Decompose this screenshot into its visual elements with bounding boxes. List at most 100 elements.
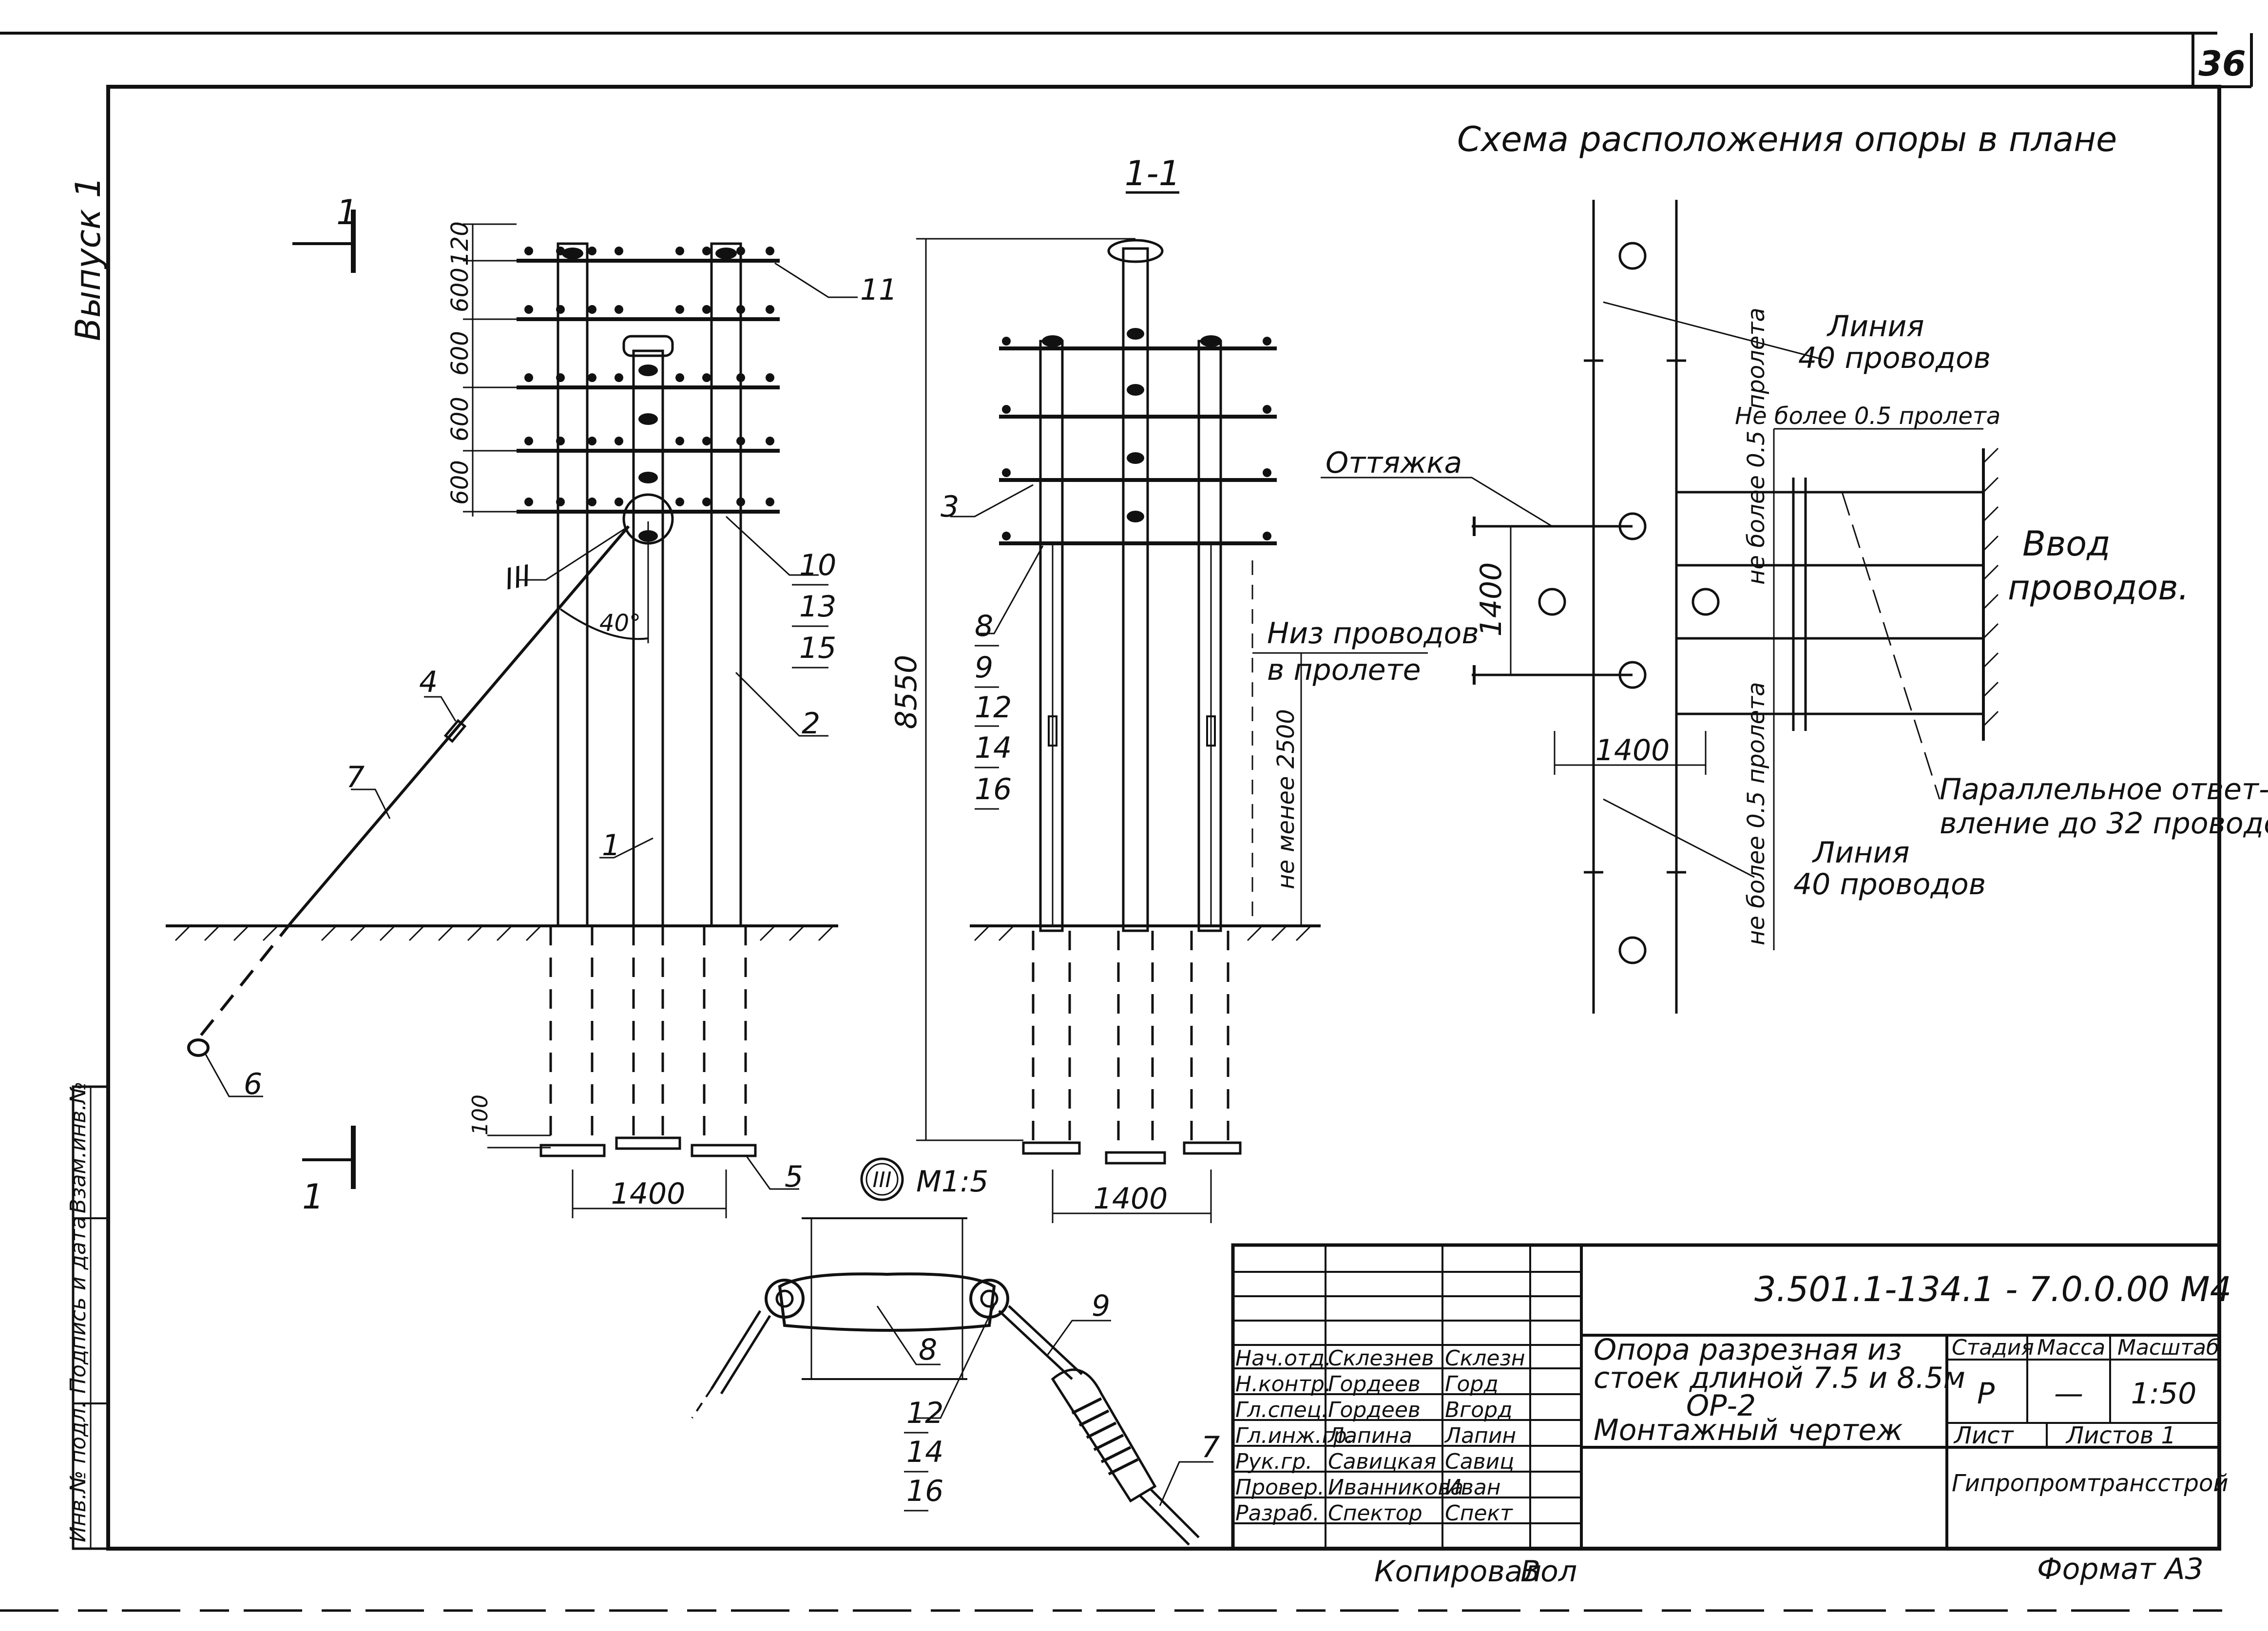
scale-value: 1:50 (2131, 1377, 2197, 1411)
stage-label: Стадия (1952, 1335, 2034, 1360)
staff-sign-2: Горд (1445, 1372, 1499, 1397)
stamp-replace-inv: Взам.инв.№ (66, 1081, 91, 1213)
detail-scale: М1:5 (916, 1165, 988, 1199)
sheet-label: Лист (1953, 1422, 2015, 1449)
sheet-frame (0, 32, 2253, 1612)
staff-name-3: Гордеев (1328, 1398, 1421, 1422)
scale-label: Масштаб (2117, 1335, 2219, 1360)
callout-13: 13 (799, 590, 836, 624)
staff-role-6: Провер. (1235, 1475, 1325, 1500)
foot-dim: 100 (468, 1094, 493, 1135)
staff-name-2: Гордеев (1328, 1372, 1421, 1397)
angle-label: 40° (599, 610, 641, 637)
mass-value: — (2054, 1377, 2083, 1411)
staff-name-4: Лапина (1327, 1423, 1412, 1448)
staff-name-7: Спектор (1328, 1501, 1422, 1526)
side-stamp (72, 1085, 110, 1550)
mass-label: Масса (2037, 1335, 2105, 1360)
detail-callout-16: 16 (906, 1474, 943, 1508)
section-view (916, 191, 1428, 1223)
detail-callout-7: 7 (1201, 1430, 1220, 1464)
plan-scheme (1321, 200, 1999, 1014)
plan-branch-2: вление до 32 проводов. (1940, 806, 2268, 841)
staff-sign-4: Лапин (1444, 1423, 1516, 1448)
callout-6: 6 (244, 1067, 262, 1101)
plan-guy-label: Оттяжка (1326, 446, 1462, 480)
section-title: 1-1 (1125, 154, 1180, 193)
staff-sign-5: Савиц (1445, 1449, 1514, 1474)
plan-max-half-span-v2: не более 0.5 пролета (1743, 682, 1770, 945)
callout-16: 16 (975, 772, 1012, 806)
callout-12: 12 (975, 691, 1012, 725)
callout-10: 10 (799, 548, 836, 582)
stage-value: Р (1977, 1377, 1995, 1411)
doc-code: 3.501.1-134.1 - 7.0.0.00 М4 (1754, 1269, 2231, 1309)
doc-desc-2: стоек длиной 7.5 и 8.5м (1594, 1361, 1965, 1395)
detail-III (691, 1157, 1213, 1546)
detail-callout-14: 14 (906, 1435, 943, 1469)
org-name: Гипропромтрансстрой (1952, 1470, 2229, 1497)
staff-name-1: Склезнев (1328, 1346, 1434, 1371)
staff-role-3: Гл.спец. (1235, 1398, 1328, 1422)
callout-4: 4 (419, 665, 438, 699)
plan-span-text: пролета (1743, 307, 1770, 409)
staff-role-4: Гл.инж.гр. (1235, 1423, 1354, 1448)
plan-max-half-span: Не более 0.5 пролета (1735, 403, 2000, 430)
staff-name-5: Савицкая (1328, 1449, 1436, 1474)
plan-max-half-span-v1: не более 0.5 (1743, 431, 1770, 585)
plan-title: Схема расположения опоры в плане (1457, 119, 2117, 159)
stamp-signature-date: Подпись и дата (66, 1216, 91, 1394)
bottom-wires-label-2: в пролете (1267, 653, 1421, 687)
plan-branch-1: Параллельное ответ- (1940, 772, 2268, 806)
dim-600-1: 600 (446, 268, 474, 312)
stamp-original-inv: Инв.№ подл. (66, 1401, 91, 1542)
sheet-number: 36 (2198, 44, 2246, 84)
footer-format: Формат А3 (2037, 1552, 2204, 1586)
staff-sign-3: Вгорд (1445, 1398, 1513, 1422)
title-block (1231, 1243, 2221, 1551)
callout-14: 14 (975, 731, 1012, 765)
callout-15: 15 (799, 631, 836, 665)
section-mark-top: 1 (336, 192, 358, 232)
callout-11: 11 (860, 273, 897, 307)
section-base-dim: 1400 (1094, 1182, 1168, 1216)
callout-III: III (502, 559, 533, 597)
staff-name-6: Иванникова (1328, 1475, 1463, 1500)
callout-3: 3 (941, 490, 959, 524)
front-view (166, 210, 858, 1218)
footer-copied: Копировал (1374, 1554, 1541, 1589)
staff-role-5: Рук.гр. (1235, 1449, 1312, 1474)
plan-dim-v: 1400 (1474, 562, 1508, 637)
staff-sign-6: Иван (1445, 1475, 1501, 1500)
dim-600-4: 600 (446, 460, 474, 505)
staff-role-2: Н.контр. (1235, 1372, 1331, 1397)
plan-entry-2: проводов. (2008, 568, 2189, 608)
detail-mark: III (873, 1168, 892, 1192)
plan-line-top-2: 40 проводов (1798, 341, 1991, 375)
staff-sign-1: Склезн (1445, 1346, 1525, 1371)
staff-sign-7: Спект (1445, 1501, 1513, 1526)
doc-desc-4: Монтажный чертеж (1594, 1413, 1903, 1447)
doc-desc-1: Опора разрезная из (1594, 1333, 1902, 1367)
section-height-dim: 8550 (889, 655, 923, 729)
callout-1: 1 (602, 828, 620, 863)
dim-120: 120 (446, 221, 474, 266)
min-clearance: не менее 2500 (1272, 709, 1300, 889)
callout-7: 7 (346, 760, 365, 794)
bottom-wires-label-1: Низ проводов (1267, 616, 1479, 651)
detail-callout-9: 9 (1092, 1289, 1110, 1323)
detail-callout-12: 12 (906, 1396, 943, 1430)
callout-5: 5 (785, 1160, 803, 1194)
callout-9: 9 (975, 651, 993, 685)
doc-desc-3: ОР-2 (1686, 1389, 1756, 1423)
plan-line-bottom-2: 40 проводов (1793, 867, 1986, 902)
plan-line-bottom-1: Линия (1812, 836, 1909, 870)
series-label: Выпуск 1 (68, 176, 108, 341)
front-base-dim: 1400 (611, 1177, 686, 1211)
plan-line-top-1: Линия (1826, 309, 1924, 344)
callout-2: 2 (802, 707, 820, 741)
staff-role-1: Нач.отд. (1235, 1346, 1331, 1371)
sheets-label: Листов 1 (2065, 1422, 2176, 1449)
insulator-row-1 (524, 247, 774, 255)
